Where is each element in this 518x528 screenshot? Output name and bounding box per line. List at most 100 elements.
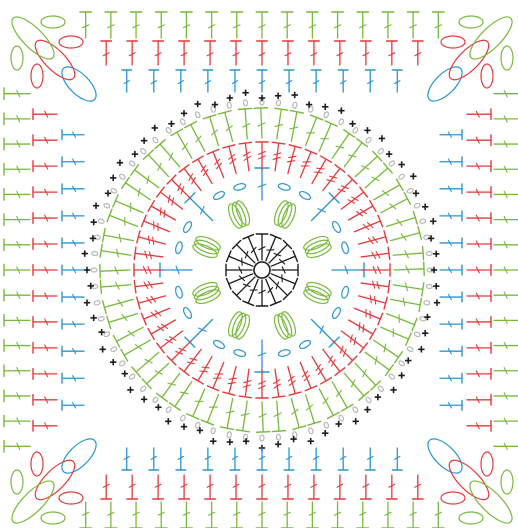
double-crochet-stitch (467, 239, 491, 250)
puff-stitch (272, 313, 291, 341)
double-crochet-stitch (413, 475, 424, 499)
treble-crochet-stitch (157, 187, 183, 209)
chain-stitch (341, 286, 350, 299)
treble-crochet-stitch (137, 296, 166, 309)
double-crochet-stitch (391, 226, 422, 240)
double-crochet-stitch (467, 317, 491, 328)
treble-crochet-stitch (207, 149, 223, 177)
double-crochet-stitch (440, 157, 462, 167)
double-crochet-stitch (122, 448, 132, 470)
treble-crochet-stitch (256, 370, 268, 398)
puff-stitch (304, 283, 332, 302)
single-crochet-stitch (434, 300, 440, 306)
treble-crochet-stitch (354, 308, 382, 324)
single-crochet-stitch (322, 430, 328, 436)
double-crochet-stitch (201, 395, 218, 425)
puff-stitch (279, 310, 298, 338)
double-crochet-stitch (254, 108, 267, 138)
single-crochet-stitch (364, 127, 370, 133)
double-crochet-stitch (100, 280, 130, 293)
double-crochet-stitch (309, 475, 320, 499)
double-crochet-stitch (494, 88, 518, 99)
treble-crochet-stitch (349, 320, 376, 339)
chain-stitch (260, 435, 264, 441)
double-crochet-stitch (357, 12, 368, 38)
treble-crochet-stitch (359, 231, 388, 244)
double-crochet-stitch (387, 211, 418, 226)
double-crochet-stitch (361, 41, 372, 65)
double-crochet-stitch (156, 12, 167, 38)
double-crochet-stitch (4, 365, 30, 376)
double-crochet-stitch (338, 70, 348, 92)
chain-stitch (212, 190, 225, 201)
single-crochet-stitch (165, 418, 171, 424)
corner-puff-stitch (41, 16, 65, 28)
chain-stitch (119, 360, 126, 367)
chain-stitch (338, 118, 344, 125)
single-crochet-stitch (275, 93, 281, 99)
double-crochet-stitch (374, 340, 402, 362)
double-crochet-stitch (494, 390, 518, 401)
double-crochet-stitch (231, 475, 242, 499)
double-crochet-stitch (281, 12, 292, 38)
corner-puff-stitch (459, 16, 483, 28)
double-crochet-stitch (332, 263, 364, 277)
double-crochet-stitch (221, 399, 234, 430)
chain-stitch (227, 431, 232, 438)
single-crochet-stitch (410, 173, 416, 179)
single-crochet-stitch (322, 104, 328, 110)
double-crochet-stitch (179, 41, 190, 65)
double-crochet-stitch (33, 239, 57, 250)
double-crochet-stitch (33, 161, 57, 172)
corner-puff-stitch (41, 512, 65, 524)
double-crochet-stitch (467, 291, 491, 302)
double-crochet-stitch (311, 448, 321, 470)
double-crochet-stitch (467, 213, 491, 224)
double-crochet-stitch (494, 113, 518, 124)
corner-chain-loop (30, 455, 81, 506)
puff-stitch (229, 312, 248, 340)
double-crochet-stitch (122, 70, 132, 92)
double-crochet-stitch (284, 448, 294, 470)
double-crochet-stitch (4, 340, 30, 351)
double-crochet-stitch (467, 395, 491, 406)
double-crochet-stitch (387, 475, 398, 499)
single-crochet-stitch (227, 95, 233, 101)
double-crochet-stitch (467, 161, 491, 172)
corner-puff-stitch (459, 512, 483, 524)
treble-crochet-stitch (148, 320, 175, 339)
single-crochet-stitch (90, 235, 96, 241)
double-crochet-stitch (33, 317, 57, 328)
double-crochet-stitch (4, 441, 30, 452)
treble-crochet-stitch (341, 331, 367, 353)
double-crochet-stitch (62, 400, 84, 410)
double-crochet-stitch (256, 12, 267, 38)
double-crochet-stitch (467, 187, 491, 198)
double-crochet-stitch (113, 195, 143, 213)
chain-stitch (210, 427, 216, 434)
single-crochet-stitch (353, 418, 359, 424)
double-crochet-stitch (257, 448, 267, 470)
puff-stitch (193, 237, 221, 256)
single-crochet-stitch (292, 92, 298, 98)
double-crochet-stitch (467, 265, 491, 276)
double-crochet-stitch (4, 164, 30, 175)
puff-stitch (193, 283, 221, 302)
single-crochet-stitch (405, 357, 411, 363)
treble-crochet-stitch (359, 295, 388, 309)
double-crochet-stitch (311, 70, 321, 92)
chain-stitch (182, 220, 193, 233)
double-crochet-stitch (494, 415, 518, 426)
treble-crochet-stitch (207, 362, 223, 390)
double-crochet-stitch (392, 448, 402, 470)
treble-crochet-stitch (333, 175, 357, 199)
corner-puff-stitch (481, 452, 493, 476)
treble-crochet-stitch (239, 369, 251, 398)
single-crochet-stitch (194, 101, 200, 107)
double-crochet-stitch (467, 369, 491, 380)
single-crochet-stitch (398, 372, 404, 378)
corner-chain-loop (30, 35, 81, 86)
chain-stitch (152, 137, 159, 144)
double-crochet-stitch (433, 12, 444, 38)
